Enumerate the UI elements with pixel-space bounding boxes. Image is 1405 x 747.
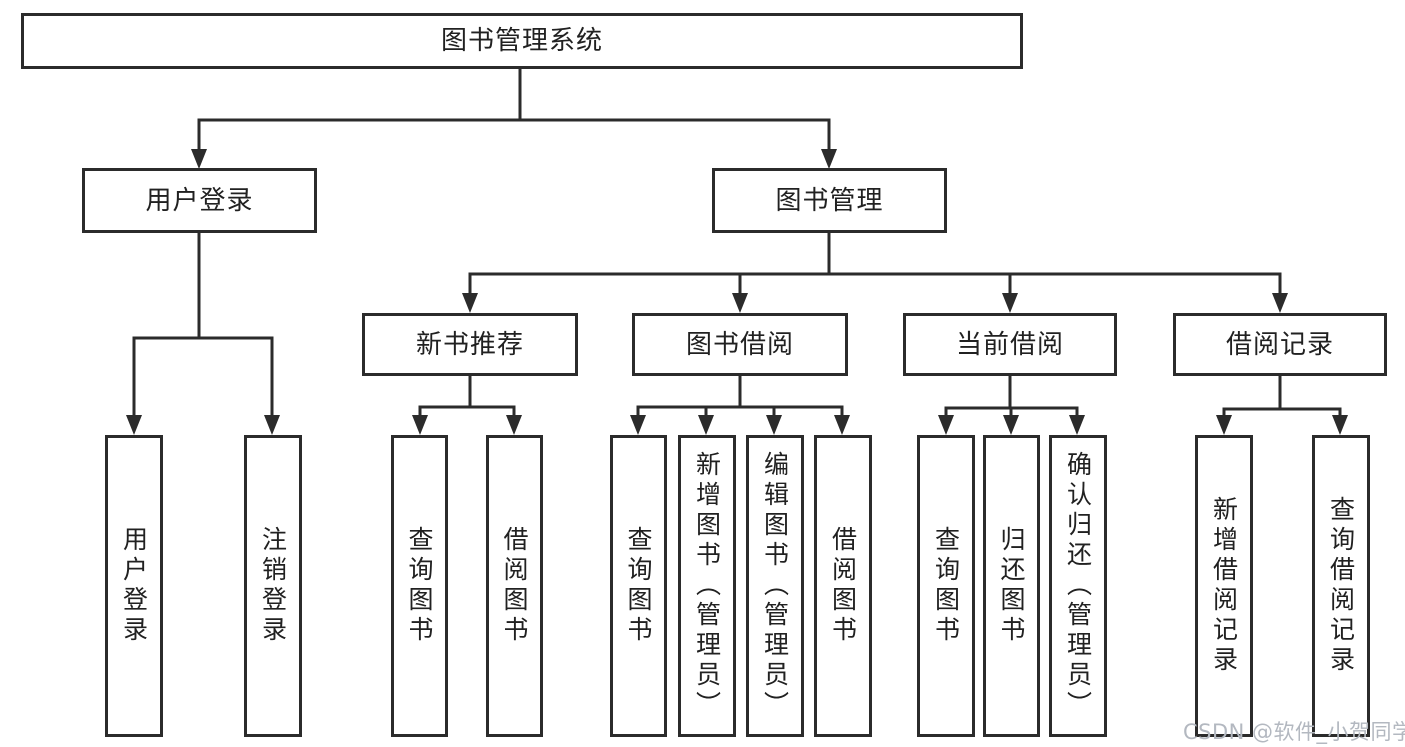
node-book-management: 图书管理 xyxy=(712,168,947,233)
node-leaf-current-confirm-admin-label: 确认归还（管理员） xyxy=(1063,451,1093,721)
node-leaf-borrow-edit-admin-label: 编辑图书（管理员） xyxy=(760,451,790,721)
node-leaf-borrow-query-label: 查询图书 xyxy=(624,526,653,646)
node-leaf-records-add-label: 新增借阅记录 xyxy=(1209,496,1239,676)
node-leaf-new-books-query: 查询图书 xyxy=(391,435,448,737)
node-leaf-new-books-borrow: 借阅图书 xyxy=(486,435,543,737)
node-leaf-current-confirm-admin: 确认归还（管理员） xyxy=(1049,435,1107,737)
node-leaf-new-books-query-label: 查询图书 xyxy=(405,526,434,646)
csdn-watermark: CSDN @软件_小贺同学 xyxy=(1183,720,1405,744)
connector-book-management-to-level3 xyxy=(462,233,1288,313)
node-leaf-current-query-label: 查询图书 xyxy=(931,526,961,646)
node-leaf-current-return: 归还图书 xyxy=(983,435,1040,737)
node-leaf-new-books-borrow-label: 借阅图书 xyxy=(500,526,529,646)
node-leaf-borrow-borrow: 借阅图书 xyxy=(814,435,872,737)
node-leaf-borrow-query: 查询图书 xyxy=(610,435,667,737)
node-library-system: 图书管理系统 xyxy=(21,13,1023,69)
node-leaf-records-add: 新增借阅记录 xyxy=(1195,435,1253,737)
node-leaf-borrow-add-admin-label: 新增图书（管理员） xyxy=(692,451,722,721)
node-leaf-borrow-add-admin: 新增图书（管理员） xyxy=(678,435,736,737)
connector-root-to-level2 xyxy=(191,69,837,169)
node-book-management-label: 图书管理 xyxy=(775,185,884,216)
node-borrow-records-label: 借阅记录 xyxy=(1225,329,1334,360)
node-leaf-records-query: 查询借阅记录 xyxy=(1312,435,1370,737)
node-leaf-borrow-edit-admin: 编辑图书（管理员） xyxy=(746,435,804,737)
connector-new-books-to-leaves xyxy=(412,376,522,435)
node-new-books: 新书推荐 xyxy=(362,313,578,376)
node-book-borrow-label: 图书借阅 xyxy=(685,329,794,360)
node-book-borrow: 图书借阅 xyxy=(632,313,848,376)
connector-current-borrow-to-leaves xyxy=(938,376,1085,435)
connector-borrow-records-to-leaves xyxy=(1216,376,1348,435)
connector-user-login-to-leaves xyxy=(126,233,280,435)
node-leaf-logout-label: 注销登录 xyxy=(258,526,288,646)
node-library-system-label: 图书管理系统 xyxy=(440,26,603,56)
node-current-borrow-label: 当前借阅 xyxy=(955,329,1064,360)
node-leaf-current-query: 查询图书 xyxy=(917,435,975,737)
node-leaf-current-return-label: 归还图书 xyxy=(997,526,1026,646)
node-borrow-records: 借阅记录 xyxy=(1173,313,1387,376)
node-new-books-label: 新书推荐 xyxy=(415,329,524,360)
node-current-borrow: 当前借阅 xyxy=(903,313,1117,376)
node-leaf-user-login: 用户登录 xyxy=(105,435,163,737)
node-leaf-records-query-label: 查询借阅记录 xyxy=(1326,496,1356,676)
node-user-login-label: 用户登录 xyxy=(145,185,254,216)
node-leaf-user-login-label: 用户登录 xyxy=(119,526,149,646)
node-user-login: 用户登录 xyxy=(82,168,317,233)
node-leaf-logout: 注销登录 xyxy=(244,435,302,737)
connector-book-borrow-to-leaves xyxy=(630,376,850,435)
node-leaf-borrow-borrow-label: 借阅图书 xyxy=(828,526,858,646)
